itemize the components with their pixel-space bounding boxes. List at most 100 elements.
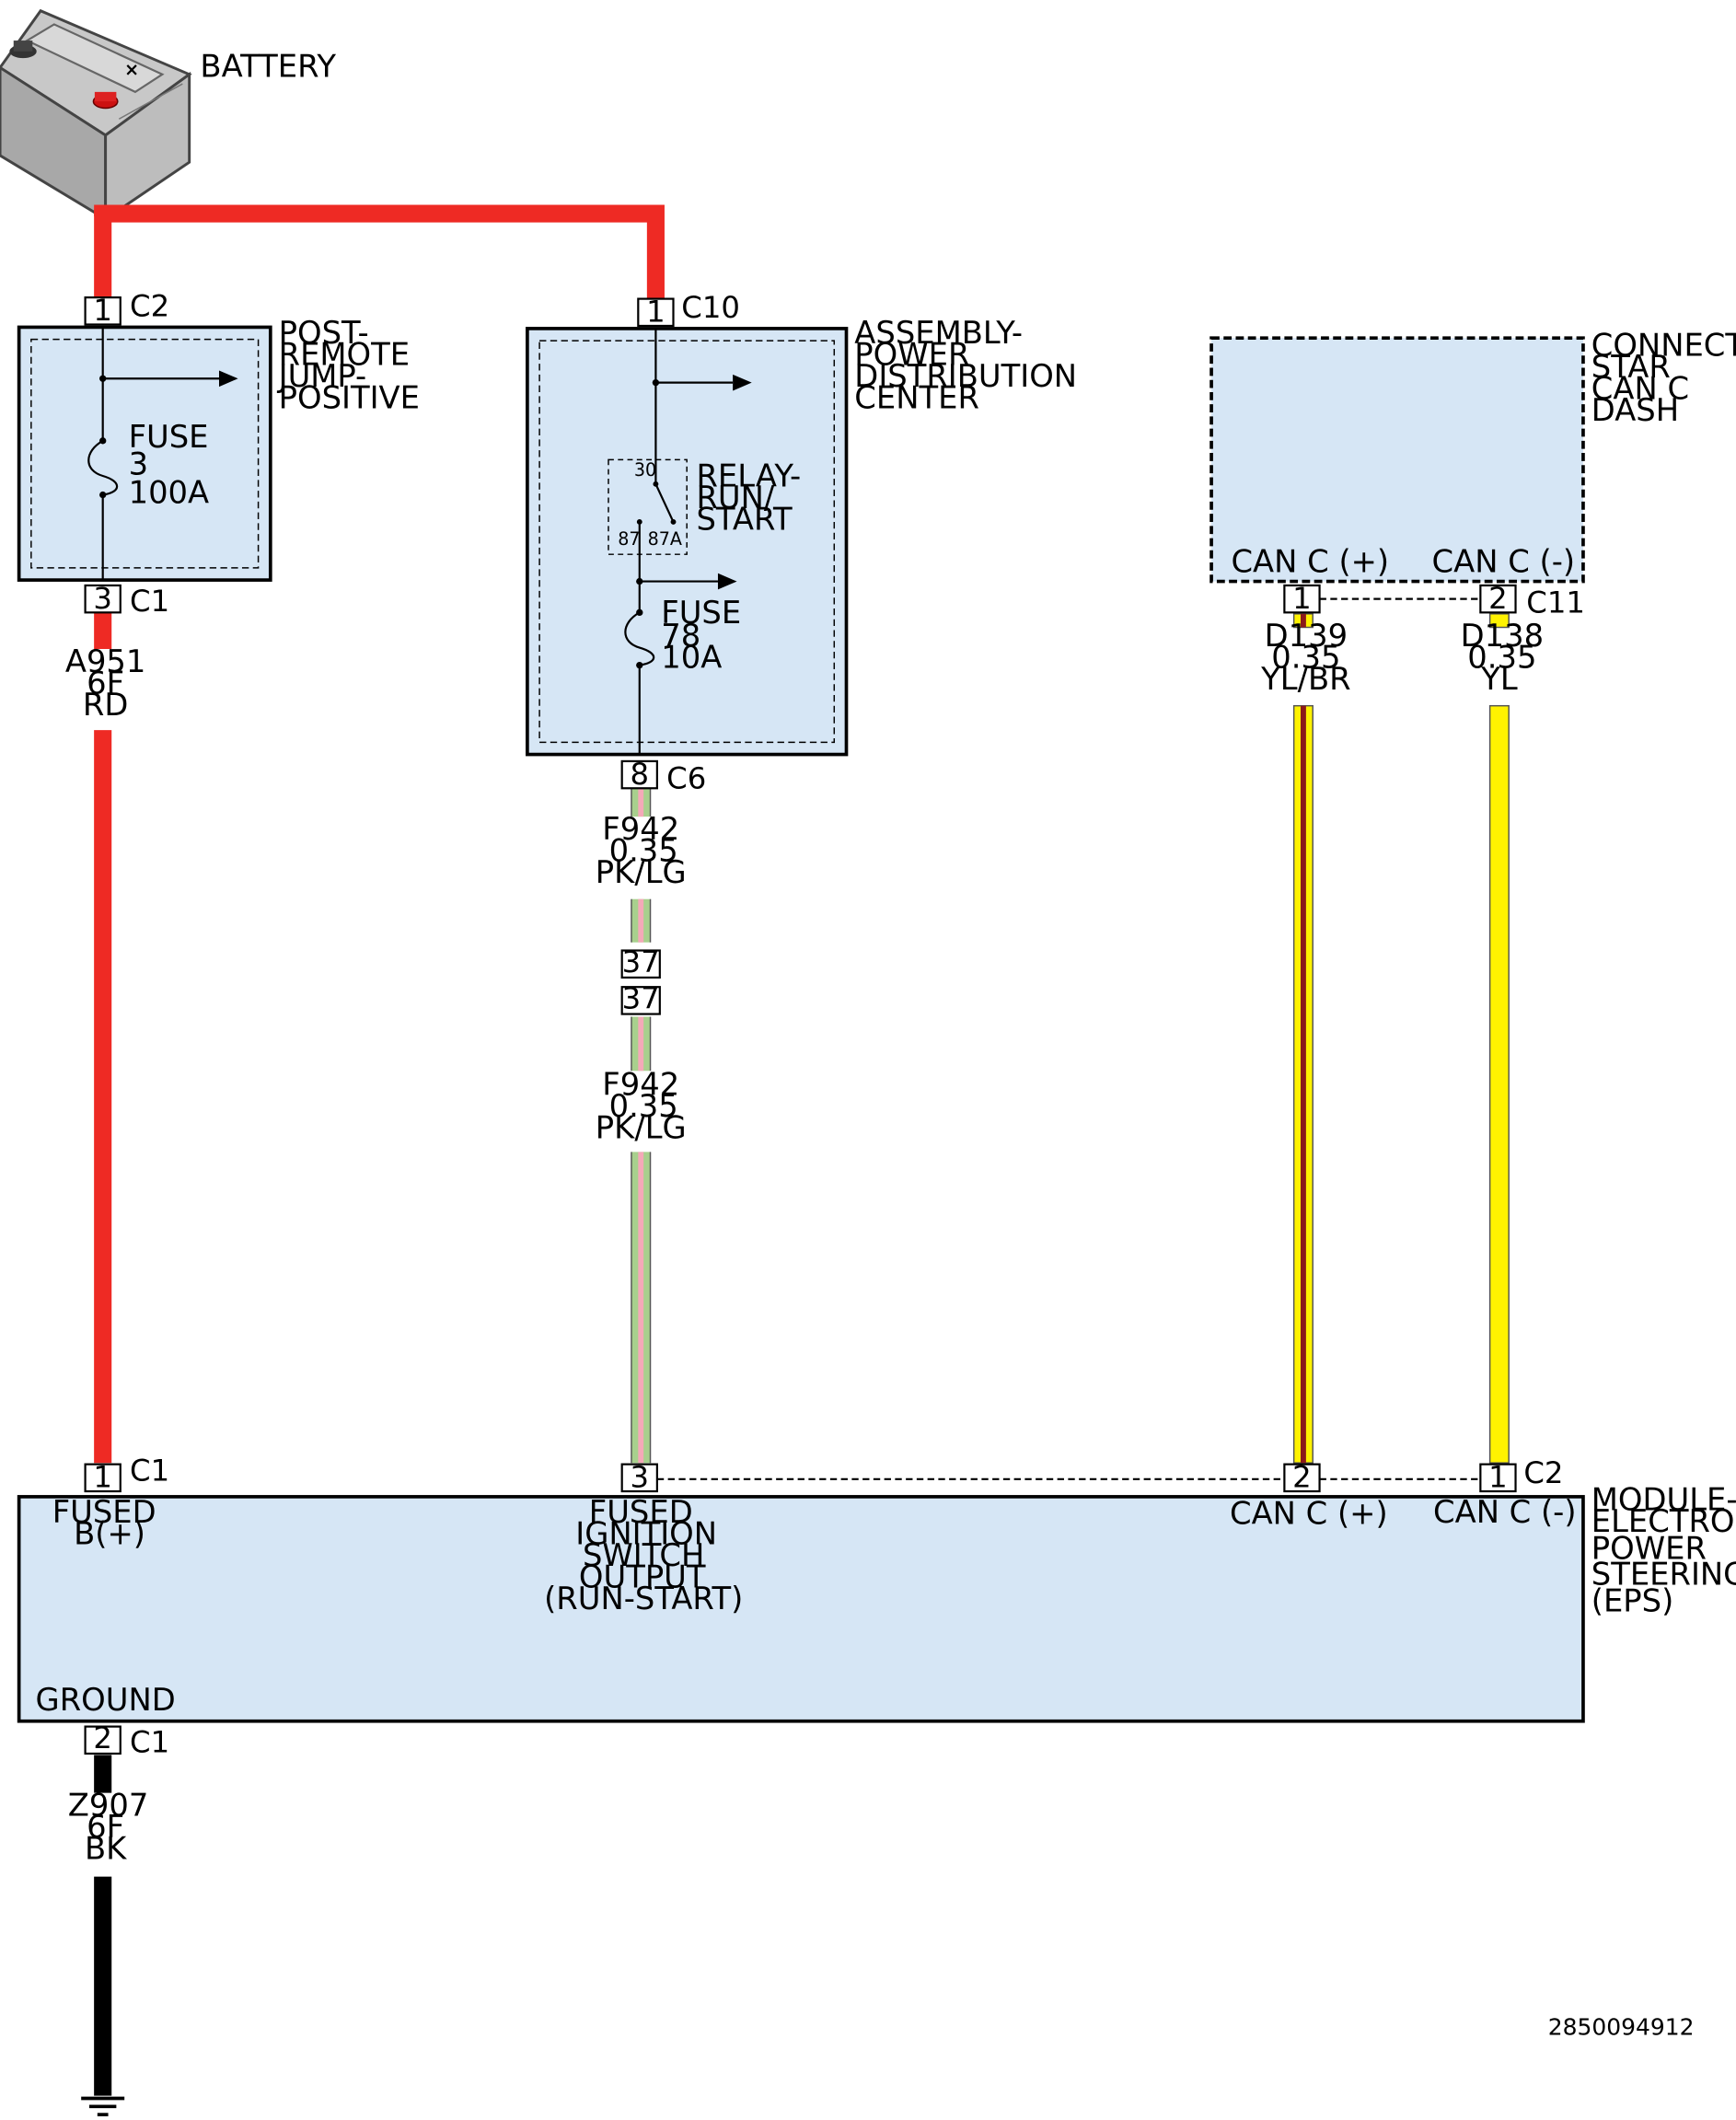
pdc-fuse-rating: 10A: [661, 640, 722, 676]
pdc-c10-conn: C10: [681, 290, 740, 325]
battery-icon: ×: [0, 8, 192, 222]
d139-color: YL/BR: [1260, 661, 1350, 697]
eps-c2-pin-1-label: CAN C (-): [1433, 1494, 1577, 1530]
d139-size: 0.35: [1271, 640, 1340, 676]
eps-pin-2-label: CAN C (+): [1230, 1495, 1388, 1531]
a951-color: RD: [83, 687, 128, 723]
star-can-minus-label: CAN C (-): [1432, 543, 1576, 579]
eps-c2-conn: C2: [1523, 1455, 1563, 1490]
eps-label-5: (EPS): [1591, 1583, 1673, 1619]
pdc-label-4: CENTER: [854, 380, 979, 416]
eps-pin-3-label-3: SWITCH: [583, 1537, 704, 1573]
inline-pin-top-box: [620, 949, 661, 979]
f942-upper-id: F942: [602, 811, 679, 847]
eps-pin-2: 2: [1292, 1460, 1312, 1495]
wire-f942: [631, 786, 652, 1464]
jump-post-label-3: JUMP-: [277, 358, 367, 394]
relay-label-2: RUN/: [696, 480, 774, 516]
jump-post-label-4: POSITIVE: [279, 380, 420, 416]
battery-feed-wire: [94, 204, 665, 301]
pdc-component: [526, 327, 849, 757]
jump-post-label-1: POST-: [279, 315, 369, 351]
eps-pin-3-label-5: (RUN-START): [544, 1581, 743, 1616]
eps-module-component: [17, 1495, 1585, 1723]
pdc-fuse-78-icon: [624, 573, 737, 755]
star-pin-1: 1: [1292, 581, 1312, 616]
d138-color: YL: [1480, 661, 1518, 697]
relay-run-start-icon: [608, 458, 688, 582]
star-label-2: STAR: [1591, 349, 1671, 385]
eps-pin-2-box: [1283, 1463, 1321, 1493]
jump-post-c2-conn: C2: [130, 289, 169, 324]
jump-post-fuse-label: FUSE: [129, 419, 209, 455]
f942-upper-color: PK/LG: [596, 854, 687, 890]
jump-post-component: [17, 325, 272, 582]
eps-pin-3-label-2: IGNITION: [575, 1515, 717, 1551]
eps-label-4: STEERING: [1591, 1556, 1736, 1592]
star-pin-2: 2: [1488, 581, 1508, 616]
inline-pin-bottom: 37: [622, 981, 660, 1016]
jump-post-c1-pin-box: [84, 584, 122, 614]
pdc-c6-pin: 8: [631, 757, 650, 792]
eps-pin-3-box: [620, 1463, 658, 1493]
svg-text:×: ×: [124, 59, 139, 80]
eps-pin-3-label-4: OUTPUT: [579, 1558, 706, 1594]
relay-pin-87: 87: [618, 528, 640, 550]
eps-label-3: POWER: [1591, 1530, 1707, 1566]
pdc-label-3: DISTRIBUTION: [854, 358, 1077, 394]
eps-label-2: ELECTRONIC: [1591, 1503, 1736, 1539]
star-can-plus-label: CAN C (+): [1231, 543, 1389, 579]
eps-pin-3-label-1: FUSED: [589, 1494, 693, 1530]
wire-d138: [1488, 613, 1510, 1464]
eps-pin-1-box: [84, 1463, 122, 1493]
pdc-label-2: POWER: [854, 337, 969, 373]
battery-label: BATTERY: [200, 49, 336, 85]
inline-pin-top: 37: [622, 944, 660, 979]
eps-pin-1-label-1: FUSED: [52, 1494, 156, 1530]
jump-post-label-2: REMOTE: [279, 337, 410, 373]
pdc-fuse-label: FUSE: [661, 595, 741, 631]
d138-size: 0.35: [1467, 640, 1536, 676]
jump-post-fuse-rating: 100A: [129, 474, 210, 510]
relay-label-1: RELAY-: [696, 458, 801, 494]
pdc-c10-pin-box: [637, 297, 675, 328]
pdc-c10-pin: 1: [646, 295, 665, 330]
eps-pin-1: 1: [93, 1460, 112, 1495]
jump-post-c1-pin: 3: [93, 581, 112, 616]
star-conn-c11: C11: [1526, 585, 1585, 620]
relay-label-3: START: [696, 502, 793, 538]
z907-size: 6F: [87, 1809, 124, 1845]
pdc-c6-pin-box: [620, 759, 658, 790]
eps-label-1: MODULE-: [1591, 1482, 1736, 1518]
eps-gnd-conn: C1: [130, 1725, 169, 1760]
figure-id: 2850094912: [1548, 2013, 1695, 2040]
f942-lower-size: 0.35: [609, 1088, 678, 1124]
eps-gnd-pin-box: [84, 1725, 122, 1755]
inline-pin-bottom-box: [620, 986, 661, 1015]
jump-post-fuse-number: 3: [129, 446, 148, 482]
jump-post-c2-pin-box: [84, 296, 122, 326]
pdc-fuse-number: 78: [661, 618, 700, 654]
wire-d139: [1292, 613, 1314, 1464]
d138-id: D138: [1461, 618, 1544, 654]
star-label-3: CAN C: [1591, 370, 1689, 406]
f942-lower-id: F942: [602, 1067, 679, 1103]
d139-id: D139: [1265, 618, 1348, 654]
eps-ground-label: GROUND: [36, 1682, 176, 1718]
eps-gnd-pin: 2: [93, 1720, 112, 1755]
star-connector-component: [1209, 336, 1585, 584]
relay-pin-30: 30: [634, 459, 656, 481]
a951-id: A951: [65, 643, 146, 679]
eps-pin-1-conn: C1: [130, 1453, 169, 1488]
z907-id: Z907: [68, 1788, 149, 1824]
eps-pin-1-label-2: B(+): [74, 1515, 145, 1551]
f942-lower-color: PK/LG: [596, 1110, 687, 1146]
ground-icon: [81, 2096, 125, 2116]
a951-size: 6F: [87, 665, 124, 701]
eps-c2-pin-1-box: [1479, 1463, 1517, 1493]
z907-color: BK: [85, 1831, 127, 1867]
eps-pin-3: 3: [631, 1460, 650, 1495]
pdc-c6-conn: C6: [666, 760, 706, 795]
eps-c2-pin-1: 1: [1488, 1460, 1508, 1495]
